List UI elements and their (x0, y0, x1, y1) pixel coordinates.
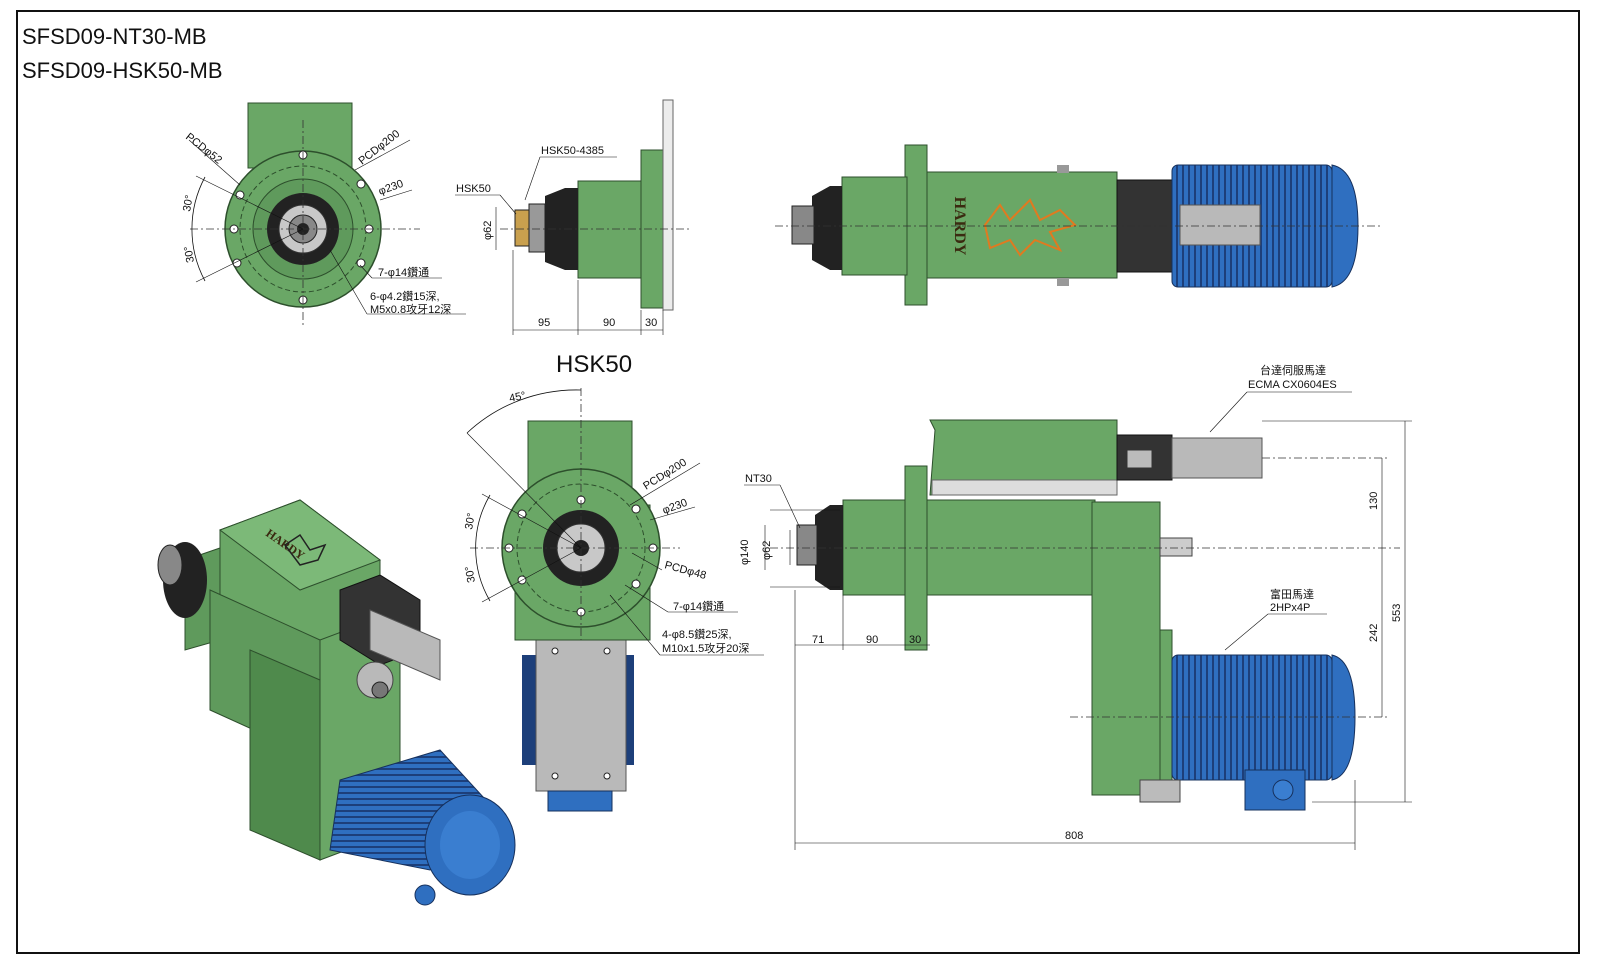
tap-note-2: M10x1.5攻牙20深 (662, 641, 749, 655)
angle-top-label: 30° (463, 512, 478, 530)
side-view-motor-render: HARDY (775, 144, 1380, 306)
spindle-nose (815, 505, 843, 590)
servo-label-1: 台達伺服馬達 (1260, 363, 1326, 377)
model-title-hsk50: SFSD09-HSK50-MB (22, 58, 223, 83)
flange-plate (904, 144, 928, 306)
brand-mark: HARDY (951, 197, 968, 256)
angle-bottom-label: 30° (463, 565, 478, 583)
gear-housing (926, 171, 1118, 279)
angle-45-label: 45° (508, 390, 527, 405)
housing (577, 180, 642, 279)
front-view-nt30: PCDφ52 PCDφ200 φ230 30° 30° 7-φ14鑽通 6-φ4… (181, 102, 466, 325)
motor-label-1: 富田馬達 (1270, 587, 1314, 601)
dim-90: 90 (866, 634, 878, 646)
holder-label: HSK50 (456, 183, 491, 195)
vertical-arm (1091, 501, 1161, 796)
hsk-holder (514, 209, 530, 247)
pcd-small-label: PCDφ52 (183, 131, 224, 167)
isometric-render: HARDY (157, 499, 516, 906)
servo-label-2: ECMA CX0604ES (1248, 379, 1337, 391)
pcd-small-label: PCDφ48 (663, 559, 707, 582)
height-553-label: 553 (1391, 604, 1403, 622)
cover-plate (535, 635, 627, 792)
dim-30: 30 (645, 317, 657, 329)
section-label: HSK50 (556, 351, 632, 378)
outer-dia-label: φ230 (377, 178, 405, 198)
dim-71: 71 (812, 634, 824, 646)
flange-plate (904, 465, 928, 651)
holes-note: 7-φ14鑽通 (378, 265, 429, 279)
spindle-motor (1171, 654, 1333, 781)
pcd-large-label: PCDφ200 (641, 457, 689, 493)
dia-label: φ62 (482, 221, 494, 240)
height-130-label: 130 (1368, 492, 1380, 510)
drawing-frame (16, 10, 1580, 954)
servo-motor (1171, 437, 1263, 479)
dim-95: 95 (538, 317, 550, 329)
front-view-hsk50: 45° PCDφ200 φ230 PCDφ48 30° 30° 7-φ14鑽通 … (463, 388, 764, 812)
dia-inner-label: φ62 (761, 541, 773, 560)
part-label: HSK50-4385 (541, 145, 604, 157)
spindle-nose (812, 186, 842, 270)
dim-30: 30 (909, 634, 921, 646)
tap-note-2: M5x0.8攻牙12深 (370, 302, 451, 316)
holder-label: NT30 (745, 473, 772, 485)
tap-note-1: 6-φ4.2鑽15深, (370, 289, 440, 303)
model-title-nt30: SFSD09-NT30-MB (22, 24, 207, 49)
motor-label-2: 2HPx4P (1270, 602, 1310, 614)
angle-bottom-label: 30° (182, 245, 197, 263)
logo-leaf-icon (983, 198, 1077, 257)
iso-logo-leaf-icon (283, 533, 327, 566)
side-view-hsk: HSK50-4385 HSK50 φ62 95 90 30 (455, 99, 690, 335)
height-242-label: 242 (1368, 624, 1380, 642)
tap-note-1: 4-φ8.5鑽25深, (662, 627, 732, 641)
side-view-nt30: NT30 φ140 φ62 71 90 30 台達伺服馬達 ECMA CX060… (739, 363, 1412, 850)
holes-note: 7-φ14鑽通 (673, 599, 724, 613)
spindle-nose (545, 188, 578, 270)
outer-dia-label: φ230 (661, 497, 689, 517)
length-808-label: 808 (1065, 830, 1083, 842)
dia-outer-label: φ140 (739, 540, 751, 566)
dim-90: 90 (603, 317, 615, 329)
angle-top-label: 30° (181, 194, 196, 212)
